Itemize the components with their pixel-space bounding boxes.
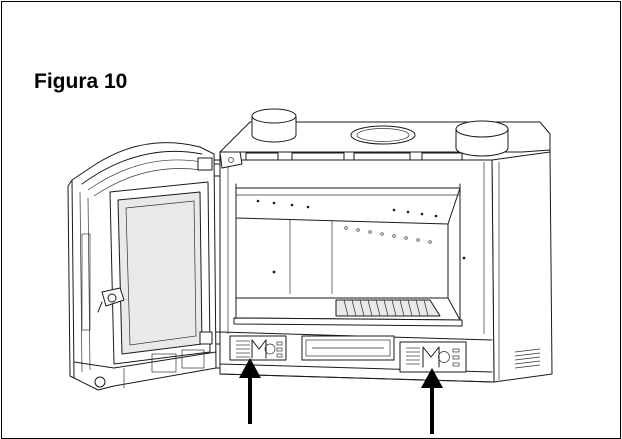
air-vent-left bbox=[229, 335, 287, 361]
arrow-right bbox=[421, 368, 443, 434]
flue-collar-left bbox=[251, 108, 297, 143]
air-vent-right bbox=[399, 341, 467, 373]
arrow-left bbox=[239, 358, 261, 424]
side-vent-grille bbox=[514, 348, 541, 369]
lower-panel bbox=[219, 331, 495, 383]
ash-drawer bbox=[301, 335, 395, 361]
flue-opening-center bbox=[350, 125, 416, 145]
combustion-chamber bbox=[233, 183, 466, 327]
baffle-holes bbox=[256, 199, 438, 218]
fire-grate bbox=[335, 299, 441, 317]
figure-caption: Figura 10 bbox=[34, 70, 128, 93]
air-inlet-holes bbox=[344, 226, 432, 244]
door-handle bbox=[97, 287, 125, 313]
flue-collar-right bbox=[455, 120, 509, 157]
glass-door bbox=[67, 142, 217, 391]
